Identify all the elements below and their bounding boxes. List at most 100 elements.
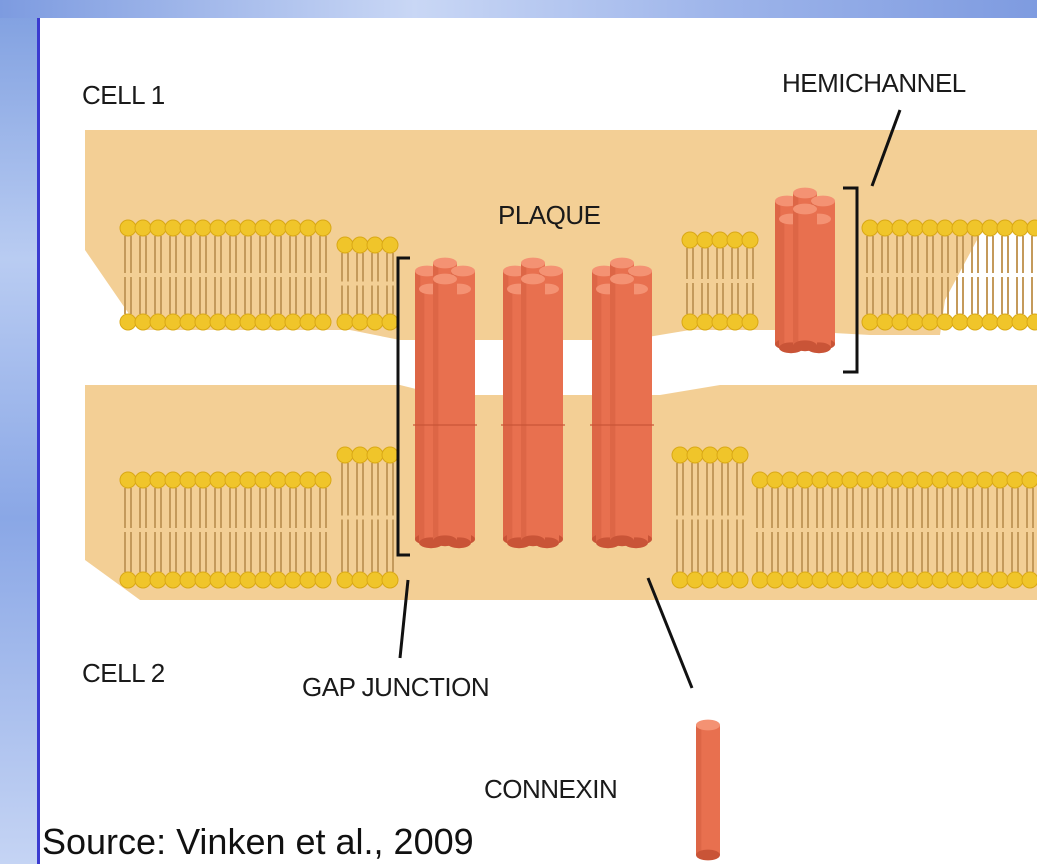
lipid-head (352, 572, 368, 588)
connexin-bottom (696, 850, 720, 861)
lipid-head (982, 314, 998, 330)
lipid-head (902, 572, 918, 588)
connexin-top (539, 266, 563, 277)
connexin-shade (419, 289, 424, 543)
lipid-head (862, 314, 878, 330)
lipid-head (947, 572, 963, 588)
connexin-top (521, 274, 545, 285)
connexin-bottom (521, 535, 545, 546)
plaque-label: PLAQUE (498, 200, 601, 231)
lipid-head (992, 472, 1008, 488)
figure-panel: CELL 1 HEMICHANNEL PLAQUE CELL 2 GAP JUN… (40, 18, 1037, 864)
lipid-head (285, 572, 301, 588)
connexin-shade (521, 279, 526, 541)
lipid-head (717, 572, 733, 588)
lipid-head (857, 572, 873, 588)
lipid-head (917, 472, 933, 488)
lipid-head (270, 314, 286, 330)
lipid-head (922, 314, 938, 330)
connexin-shade (696, 725, 701, 855)
lipid-head (120, 572, 136, 588)
lipid-head (842, 572, 858, 588)
lipid-head (712, 314, 728, 330)
lipid-head (782, 472, 798, 488)
gap-junction-channel-2 (521, 274, 545, 547)
lipid-head (967, 314, 983, 330)
lipid-head (827, 572, 843, 588)
lipid-head (992, 572, 1008, 588)
connexin-top (696, 720, 720, 731)
lipid-head (697, 232, 713, 248)
lipid-head (120, 314, 136, 330)
lipid-head (962, 572, 978, 588)
lipid-head (315, 572, 331, 588)
connexin-bottom (610, 535, 634, 546)
lipid-head (367, 237, 383, 253)
lipid-head (382, 572, 398, 588)
lipid-head (937, 220, 953, 236)
lipid-head (150, 472, 166, 488)
lipid-head (135, 314, 151, 330)
lipid-head (300, 572, 316, 588)
lipid-head (952, 314, 968, 330)
lipid-head (727, 232, 743, 248)
lipid-head (682, 232, 698, 248)
lipid-head (932, 572, 948, 588)
lipid-head (767, 472, 783, 488)
lipid-head (240, 314, 256, 330)
lipid-head (1012, 220, 1028, 236)
lipid-head (337, 572, 353, 588)
lipid-head (892, 314, 908, 330)
lipid-head (367, 572, 383, 588)
lipid-head (180, 472, 196, 488)
lipid-head (240, 472, 256, 488)
lipid-head (367, 447, 383, 463)
lipid-head (702, 572, 718, 588)
lipid-head (225, 572, 241, 588)
lipid-head (300, 314, 316, 330)
lipid-head (225, 314, 241, 330)
lipid-head (165, 220, 181, 236)
lipid-head (872, 472, 888, 488)
lipid-head (285, 472, 301, 488)
lipid-head (922, 220, 938, 236)
lipid-head (120, 472, 136, 488)
lipid-head (255, 314, 271, 330)
lipid-head (382, 314, 398, 330)
lipid-head (887, 572, 903, 588)
connexin-shade (433, 279, 438, 541)
lipid-head (1007, 472, 1023, 488)
lipid-head (240, 220, 256, 236)
gap-junction-diagram (40, 18, 1037, 864)
lipid-head (907, 220, 923, 236)
lipid-head (937, 314, 953, 330)
lipid-head (752, 472, 768, 488)
lipid-head (270, 472, 286, 488)
lipid-head (752, 572, 768, 588)
lipid-head (225, 472, 241, 488)
lipid-head (732, 572, 748, 588)
lipid-head (1007, 572, 1023, 588)
lipid-head (210, 220, 226, 236)
lipid-head (887, 472, 903, 488)
connexin-top (793, 204, 817, 215)
connexin-top (521, 258, 545, 269)
lipid-head (300, 220, 316, 236)
connexin-shade (507, 289, 512, 543)
lipid-head (180, 314, 196, 330)
gap-junction-label: GAP JUNCTION (302, 672, 489, 703)
connexin-top (433, 274, 457, 285)
lipid-head (240, 572, 256, 588)
lipid-head (702, 447, 718, 463)
gap-junction-channel-1 (433, 274, 457, 547)
lipid-head (255, 472, 271, 488)
lipid-head (907, 314, 923, 330)
connexin-shade (793, 209, 798, 346)
lipid-head (697, 314, 713, 330)
lipid-head (952, 220, 968, 236)
lipid-head (285, 314, 301, 330)
lipid-head (210, 472, 226, 488)
lipid-head (165, 572, 181, 588)
connexin-bottom (433, 535, 457, 546)
hemichannel-label: HEMICHANNEL (782, 68, 966, 99)
